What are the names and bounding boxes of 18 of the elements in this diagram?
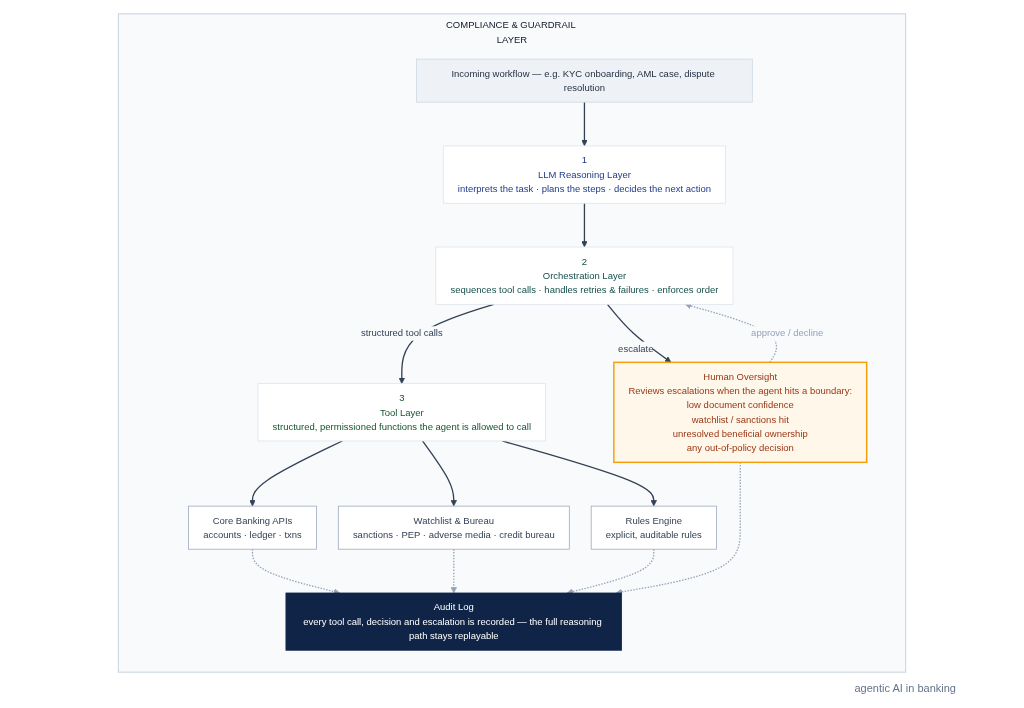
arrow <box>249 440 343 507</box>
node-box: Watchlist & Bureau sanctions · PEP · adverse media · credit bureau <box>337 505 570 550</box>
arrow <box>606 303 672 363</box>
edge-label: approve / decline <box>751 327 824 339</box>
node-box: Core Banking APIs accounts · ledger · txns <box>188 505 317 550</box>
caption: agentic AI in banking <box>854 682 956 694</box>
arrow <box>421 440 457 507</box>
node-box: Audit Log every tool call, decision and escalation is recorded — the full reasoning path stays replayable <box>285 592 622 651</box>
edge-label: structured tool calls <box>360 327 443 339</box>
node-box: Human Oversight Reviews escalations when the agent hits a boundary: low document confidence watchlist / sanctions hit unresolved beneficial ownership any out-of-policy decision <box>613 361 868 464</box>
node-box: 1 LLM Reasoning Layer interprets the task · plans the steps · decides the next action <box>442 145 726 204</box>
edge-label: escalate <box>618 342 654 354</box>
node-box: 3 Tool Layer structured, permissioned functions the agent is allowed to call <box>257 383 546 442</box>
node-box: 2 Orchestration Layer sequences tool calls · handles retries & failures · enforces order <box>435 246 734 305</box>
node-box: Rules Engine explicit, auditable rules <box>590 505 717 550</box>
arrow <box>581 101 588 147</box>
arrow <box>581 202 588 248</box>
node-box: Incoming workflow — e.g. KYC onboarding, AML case, dispute resolution <box>416 58 753 103</box>
